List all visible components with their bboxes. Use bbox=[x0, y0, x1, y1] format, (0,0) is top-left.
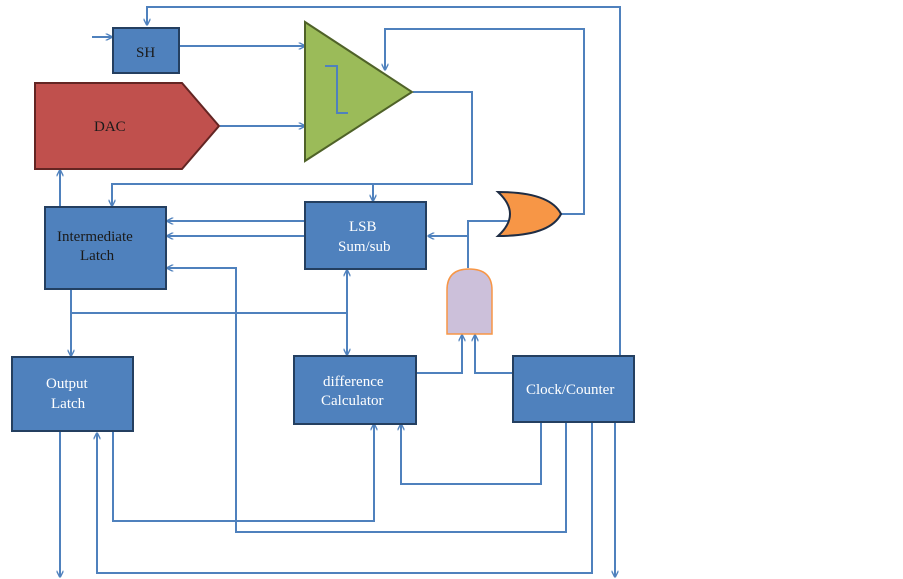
wire-or-input bbox=[467, 220, 510, 268]
wire-clock-to-sh bbox=[147, 6, 621, 356]
dac-label: DAC bbox=[94, 119, 126, 135]
wire-diff-to-and bbox=[416, 335, 462, 374]
output-latch-label-1: Output bbox=[46, 376, 89, 392]
intermediate-latch-block[interactable]: Intermediate Latch bbox=[44, 206, 167, 290]
sh-block[interactable]: SH bbox=[112, 27, 180, 74]
sh-label: SH bbox=[136, 45, 155, 61]
or-gate[interactable] bbox=[495, 190, 563, 238]
output-latch-label-2: Latch bbox=[51, 396, 86, 412]
output-latch-block[interactable]: Output Latch bbox=[11, 356, 134, 432]
wire-comparator-output bbox=[112, 91, 473, 206]
intermediate-latch-label-2: Latch bbox=[80, 248, 115, 264]
lsb-sum-sub-block[interactable]: LSB Sum/sub bbox=[304, 201, 427, 270]
intermediate-latch-label-1: Intermediate bbox=[57, 229, 133, 245]
clock-counter-block[interactable]: Clock/Counter bbox=[512, 355, 635, 423]
comparator-block[interactable] bbox=[304, 20, 414, 163]
wire-clock-to-output bbox=[97, 422, 593, 574]
clock-counter-label: Clock/Counter bbox=[526, 382, 614, 398]
hysteresis-icon bbox=[325, 65, 348, 114]
wires bbox=[60, 6, 621, 577]
difference-calculator-label-2: Calculator bbox=[321, 393, 383, 409]
wire-or-to-comparator bbox=[385, 28, 585, 215]
wire-clock-to-latch bbox=[167, 268, 567, 533]
lsb-label-1: LSB bbox=[349, 219, 377, 235]
wire-clock-to-and bbox=[475, 335, 513, 374]
wire-clock-to-diff bbox=[401, 422, 542, 485]
difference-calculator-label-1: difference bbox=[323, 374, 384, 390]
and-gate[interactable] bbox=[446, 268, 493, 335]
lsb-label-2: Sum/sub bbox=[338, 239, 391, 255]
wire-output-to-diff bbox=[112, 424, 374, 522]
dac-block[interactable]: DAC bbox=[34, 82, 221, 170]
difference-calculator-block[interactable]: difference Calculator bbox=[293, 355, 417, 425]
